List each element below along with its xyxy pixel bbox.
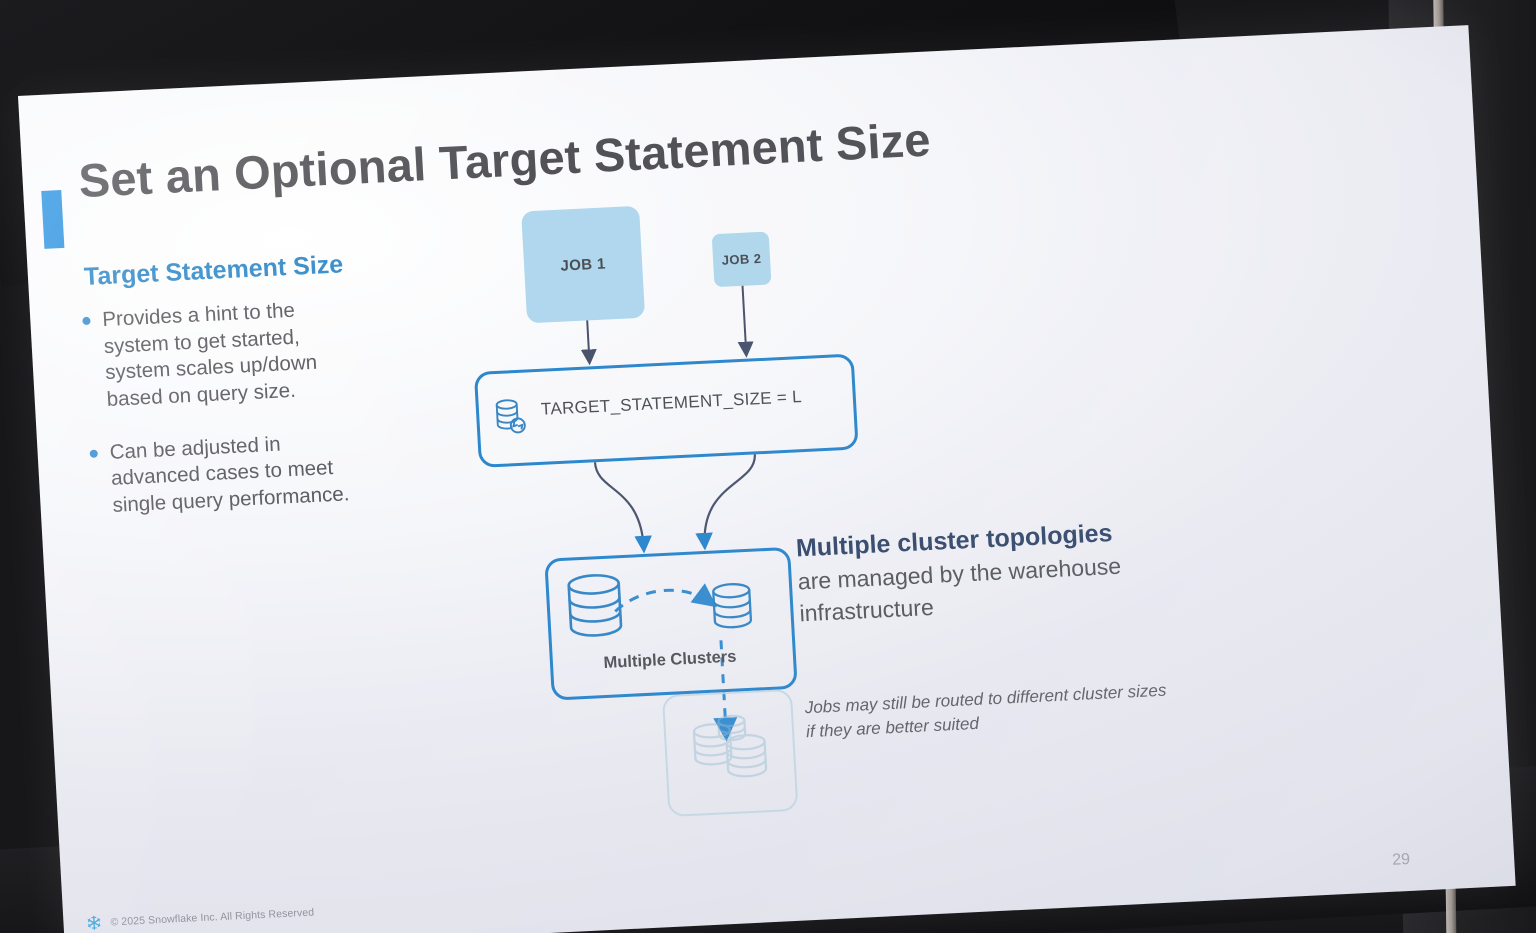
multiple-clusters-box bbox=[544, 546, 798, 701]
slide-surface: Set an Optional Target Statement Size Ta… bbox=[18, 25, 1516, 933]
page-number: 29 bbox=[1391, 850, 1411, 869]
target-statement-size-box: TARGET_STATEMENT_SIZE = L bbox=[473, 353, 859, 468]
database-stack-icon bbox=[681, 708, 780, 798]
snowflake-logo-icon bbox=[85, 914, 103, 932]
slide-footer: © 2025 Snowflake Inc. All Rights Reserve… bbox=[85, 904, 315, 932]
architecture-diagram: JOB 1 JOB 2 bbox=[18, 25, 1516, 933]
job-box-2: JOB 2 bbox=[711, 231, 772, 288]
alternate-cluster-box bbox=[661, 688, 799, 818]
target-statement-size-label: TARGET_STATEMENT_SIZE = L bbox=[540, 387, 803, 419]
job-box-label: JOB 1 bbox=[559, 254, 607, 275]
database-large-icon bbox=[564, 572, 626, 647]
job-box-1: JOB 1 bbox=[521, 205, 646, 324]
job-box-label: JOB 2 bbox=[721, 250, 762, 268]
database-refresh-icon bbox=[492, 397, 528, 437]
database-small-icon bbox=[710, 582, 755, 636]
